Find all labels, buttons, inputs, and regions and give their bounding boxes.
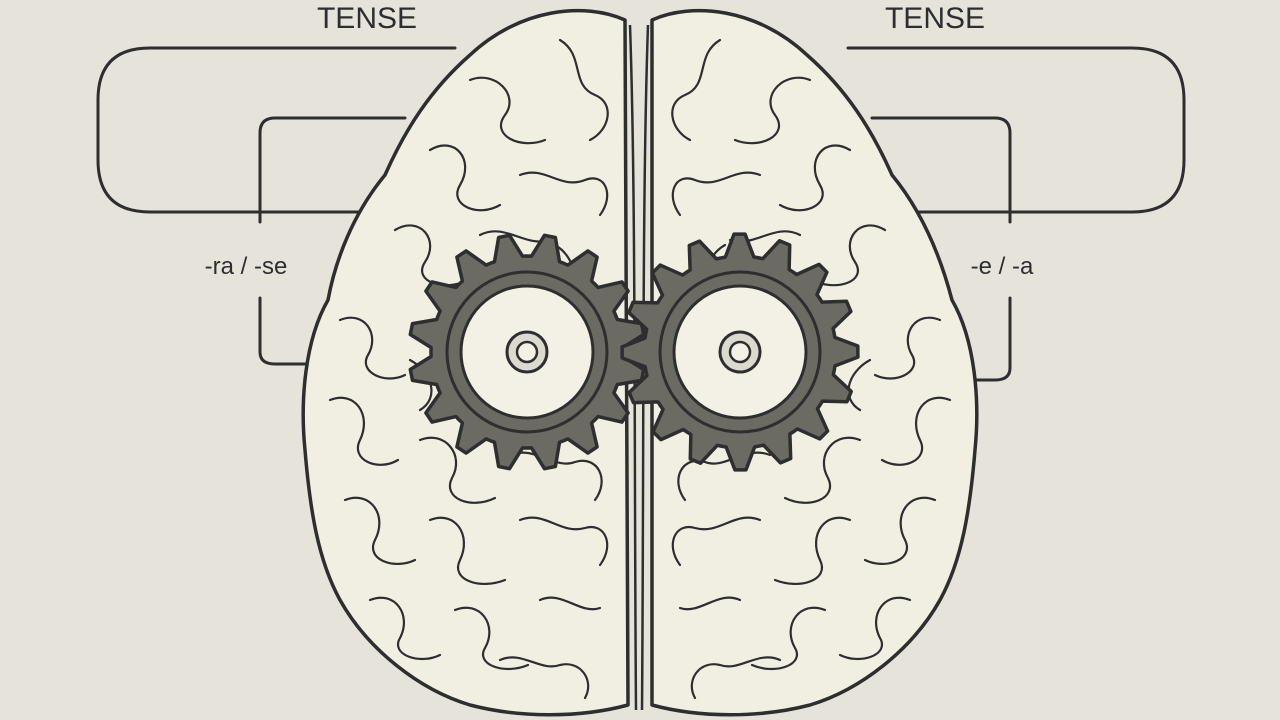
left-suffix-label: -ra / -se: [205, 253, 288, 280]
right-gear-icon: [620, 232, 860, 472]
left-gear-icon: [408, 233, 646, 471]
left-lower-bracket: [258, 296, 414, 366]
left-inner-bracket: [258, 116, 407, 224]
right-inner-bracket: [870, 116, 1012, 224]
left-outer-bracket: [96, 46, 457, 214]
connector-lines: [96, 46, 1186, 382]
left-tense-label: TENSE: [317, 2, 417, 35]
right-lower-bracket: [938, 296, 1012, 382]
right-outer-bracket: [846, 46, 1186, 214]
right-suffix-label: -e / -a: [971, 253, 1034, 280]
right-tense-label: TENSE: [885, 2, 985, 35]
gear-axle: [515, 340, 539, 364]
gear-axle: [728, 340, 752, 364]
